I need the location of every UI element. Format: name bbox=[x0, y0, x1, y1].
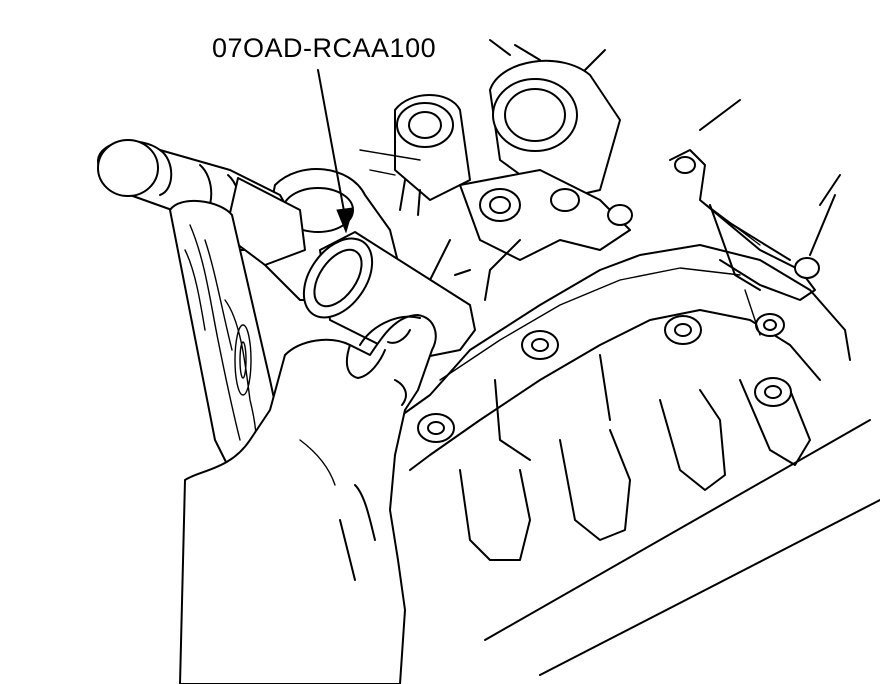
bolt-boss bbox=[417, 413, 455, 443]
hammer bbox=[97, 139, 306, 471]
callout-leader bbox=[317, 69, 354, 234]
bolt-boss bbox=[754, 377, 792, 407]
bushing-driver-tool bbox=[302, 231, 476, 361]
bolt-boss bbox=[664, 315, 702, 345]
transmission-housing bbox=[394, 99, 880, 676]
tool-number-callout: 07OAD-RCAA100 bbox=[212, 33, 437, 63]
bolt-boss bbox=[755, 313, 785, 337]
bolt-boss bbox=[521, 330, 559, 360]
technician-hand bbox=[179, 314, 437, 684]
leader-arrowhead bbox=[336, 207, 354, 234]
